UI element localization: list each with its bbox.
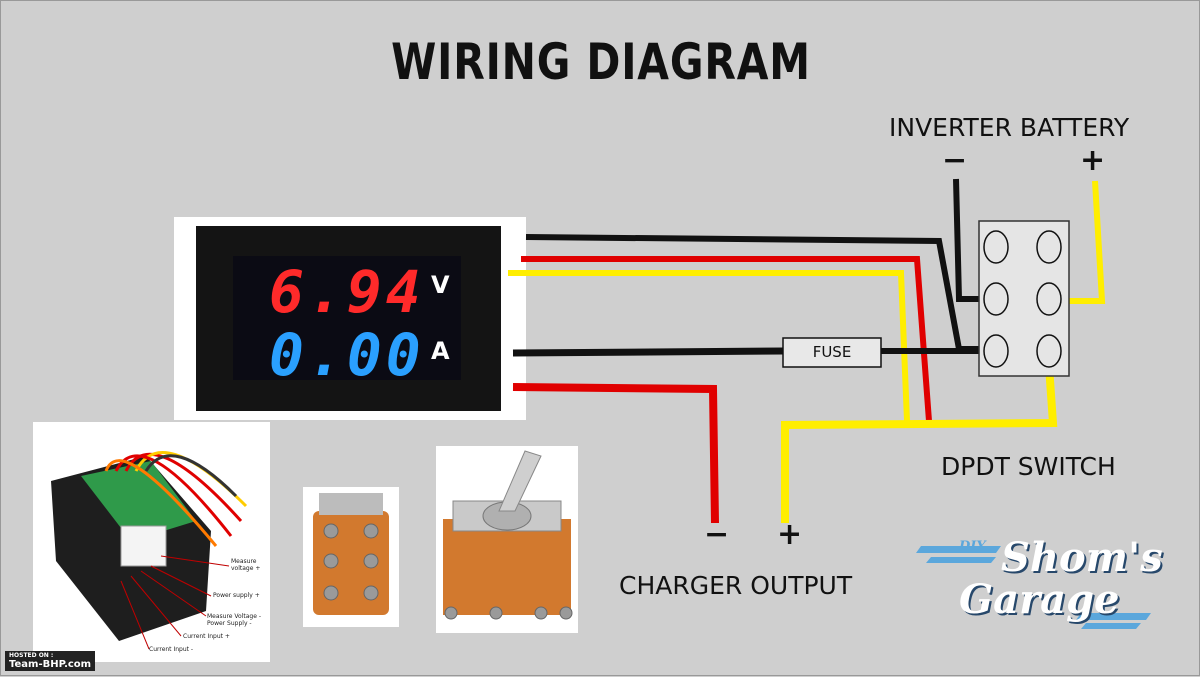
battery-plus-sign: + [1080,143,1106,178]
dpdt-switch-label: DPDT SWITCH [941,452,1116,481]
current-unit: A [431,337,450,365]
module-label: Measure voltage + [231,558,261,572]
battery-minus-sign: − [942,143,968,178]
wire-yellow-meter-to-switch [508,270,910,422]
module-label: Current Input - [149,646,194,653]
voltage-reading: 6.94 [269,258,425,326]
module-label: Measure Voltage - Power Supply - [207,613,261,627]
logo-diy: DIY [959,539,986,554]
wire-red-to-charger-minus [512,383,719,524]
module-label: Power supply + [213,592,260,599]
wire-black-meter-to-fuse [512,347,784,357]
diagram-title: WIRING DIAGRAM [391,33,811,91]
switch-terminal [983,334,1009,368]
charger-minus-sign: − [704,517,730,552]
meter-module-illustration [51,451,248,650]
switch-terminal [1036,334,1062,368]
wire-red-meter-to-switch [521,256,932,422]
switch-terminal [1036,282,1062,316]
charger-plus-sign: + [777,517,803,552]
logo-line2: Garage [959,576,1120,623]
watermark-site: Team-BHP.com [9,659,92,670]
voltage-unit: V [431,271,450,299]
switch-terminal [983,282,1009,316]
logo-wings [916,546,1151,629]
meter-display [233,256,461,380]
fuse-box [782,337,882,368]
inverter-battery-label: INVERTER BATTERY [889,113,1130,142]
module-label: Current Input + [183,633,230,640]
fuse-label: FUSE [812,343,852,361]
wire-yellow-to-charger-plus [781,365,1058,523]
charger-output-label: CHARGER OUTPUT [619,571,853,600]
wire-black-meter-to-switch [525,234,979,352]
watermark-hosted: HOSTED ON : [9,652,54,659]
switch-terminal [1036,230,1062,264]
current-reading: 0.00 [269,321,425,389]
switch-top-illustration [443,450,573,620]
switch-terminal [983,230,1009,264]
watermark: HOSTED ON : Team-BHP.com [5,651,96,671]
switch-terminals [983,230,1062,368]
switch-bottom-illustration [313,493,389,615]
logo-line1: Shom's [1001,534,1163,581]
